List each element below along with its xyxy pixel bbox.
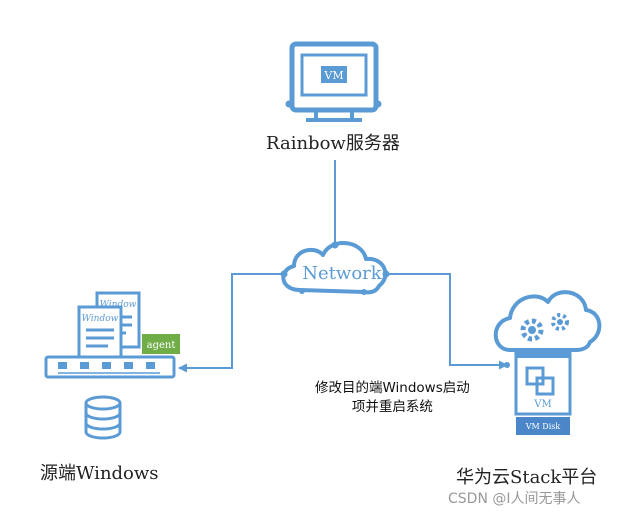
database-icon (84, 395, 122, 440)
action-line-1: 修改目的端Windows启动 (315, 380, 470, 396)
action-line-2: 项并重启系统 (351, 399, 433, 415)
source-windows-icon: Window Window agent (44, 291, 180, 440)
target-vm-icon: VM (514, 350, 572, 416)
cloud-stack-icon: VM VM Disk (493, 290, 602, 435)
connectors (178, 160, 508, 373)
watermark: CSDN @I人间无事人 (448, 491, 581, 507)
window-document-front: Window (77, 305, 123, 359)
network-to-source-arrow (178, 273, 284, 373)
gear-icon (520, 318, 544, 342)
monitor-icon: VM (285, 41, 382, 122)
action-description: 修改目的端Windows启动 项并重启系统 (315, 379, 470, 417)
svg-text:Window: Window (82, 314, 119, 324)
agent-badge: agent (142, 334, 180, 354)
source-windows-label: 源端Windows (40, 463, 159, 484)
vm-disk-icon: VM Disk (516, 417, 570, 435)
network-label: Network (302, 263, 382, 284)
server-rack-icon (44, 355, 176, 379)
svg-text:agent: agent (147, 340, 176, 351)
rainbow-server-label: Rainbow服务器 (266, 133, 400, 154)
svg-text:Window: Window (100, 300, 137, 310)
target-vm-label: VM (533, 399, 551, 410)
monitor-vm-label: VM (323, 69, 343, 82)
network-cloud-icon: Network (280, 241, 390, 295)
network-to-cloud-arrow (386, 273, 508, 370)
huawei-cloud-stack-label: 华为云Stack平台 (456, 467, 598, 488)
gear-icon-small (551, 313, 569, 331)
vm-disk-label: VM Disk (525, 422, 561, 431)
